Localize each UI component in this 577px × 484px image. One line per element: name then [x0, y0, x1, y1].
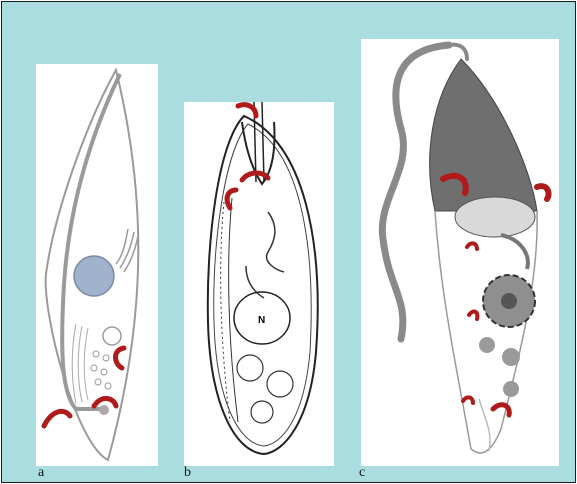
panel-c: [361, 39, 559, 466]
nucleus: [74, 256, 114, 296]
vacuole: [267, 371, 293, 397]
vesicle: [93, 351, 99, 357]
vacuole: [251, 401, 273, 423]
nucleus-label: N: [258, 315, 265, 326]
endocytosis-arrow-icon: [469, 312, 477, 319]
vesicle: [103, 355, 109, 361]
endocytosis-arrow-icon: [238, 105, 256, 116]
basal-body: [99, 405, 109, 415]
panel-a: [36, 64, 158, 466]
vesicle: [503, 381, 519, 397]
panel-label-c: c: [359, 465, 365, 481]
panel-label-b: b: [184, 465, 191, 481]
vacuole: [103, 327, 121, 345]
microtubule-row: [229, 198, 238, 422]
endocytosis-arrow-icon: [467, 243, 477, 249]
panel-b: N: [184, 102, 334, 466]
endocytosis-arrow-icon: [44, 411, 70, 426]
panel-label-a: a: [38, 465, 44, 481]
er-lines: [72, 324, 88, 404]
endocytosis-arrow-icon: [493, 405, 509, 415]
vesicle: [479, 337, 495, 353]
vacuole: [237, 355, 263, 381]
endocytosis-arrow-icon: [537, 186, 549, 199]
cell-outline: [208, 116, 318, 454]
er-network: [267, 212, 284, 272]
golgi-stack: [116, 229, 138, 272]
vesicle: [91, 365, 97, 371]
flagellar-pocket: [455, 197, 535, 237]
vesicle: [95, 379, 101, 385]
vesicle: [105, 383, 111, 389]
vesicle: [101, 369, 107, 375]
golgi-stack: [501, 235, 528, 269]
endocytosis-arrow-icon: [463, 397, 473, 403]
anterior-region: [430, 59, 537, 211]
endocytosis-arrow-icon: [94, 398, 116, 406]
nucleolus: [501, 293, 517, 309]
cell-diagram-c: [361, 39, 559, 466]
er-network: [479, 399, 490, 451]
cell-diagram-b: N: [184, 102, 334, 466]
endocytosis-arrow-icon: [116, 348, 125, 368]
cell-diagram-a: [36, 64, 158, 466]
vesicle: [502, 348, 520, 366]
